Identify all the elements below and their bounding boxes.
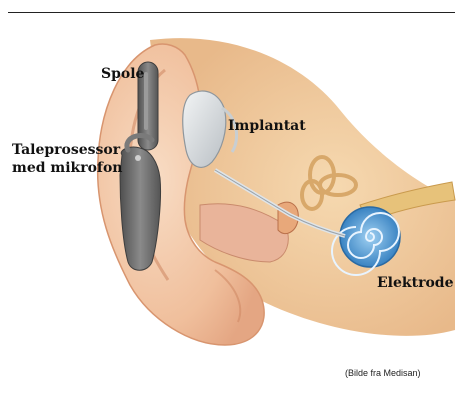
label-elektrode: Elektrode <box>377 275 453 292</box>
label-taleprosessor-line1: Taleprosessor <box>12 142 120 159</box>
label-taleprosessor-line2: med mikrofon <box>12 160 122 177</box>
image-credit: (Bilde fra Medisan) <box>345 368 421 378</box>
label-implantat: Implantat <box>228 118 306 135</box>
label-spole: Spole <box>101 66 144 83</box>
